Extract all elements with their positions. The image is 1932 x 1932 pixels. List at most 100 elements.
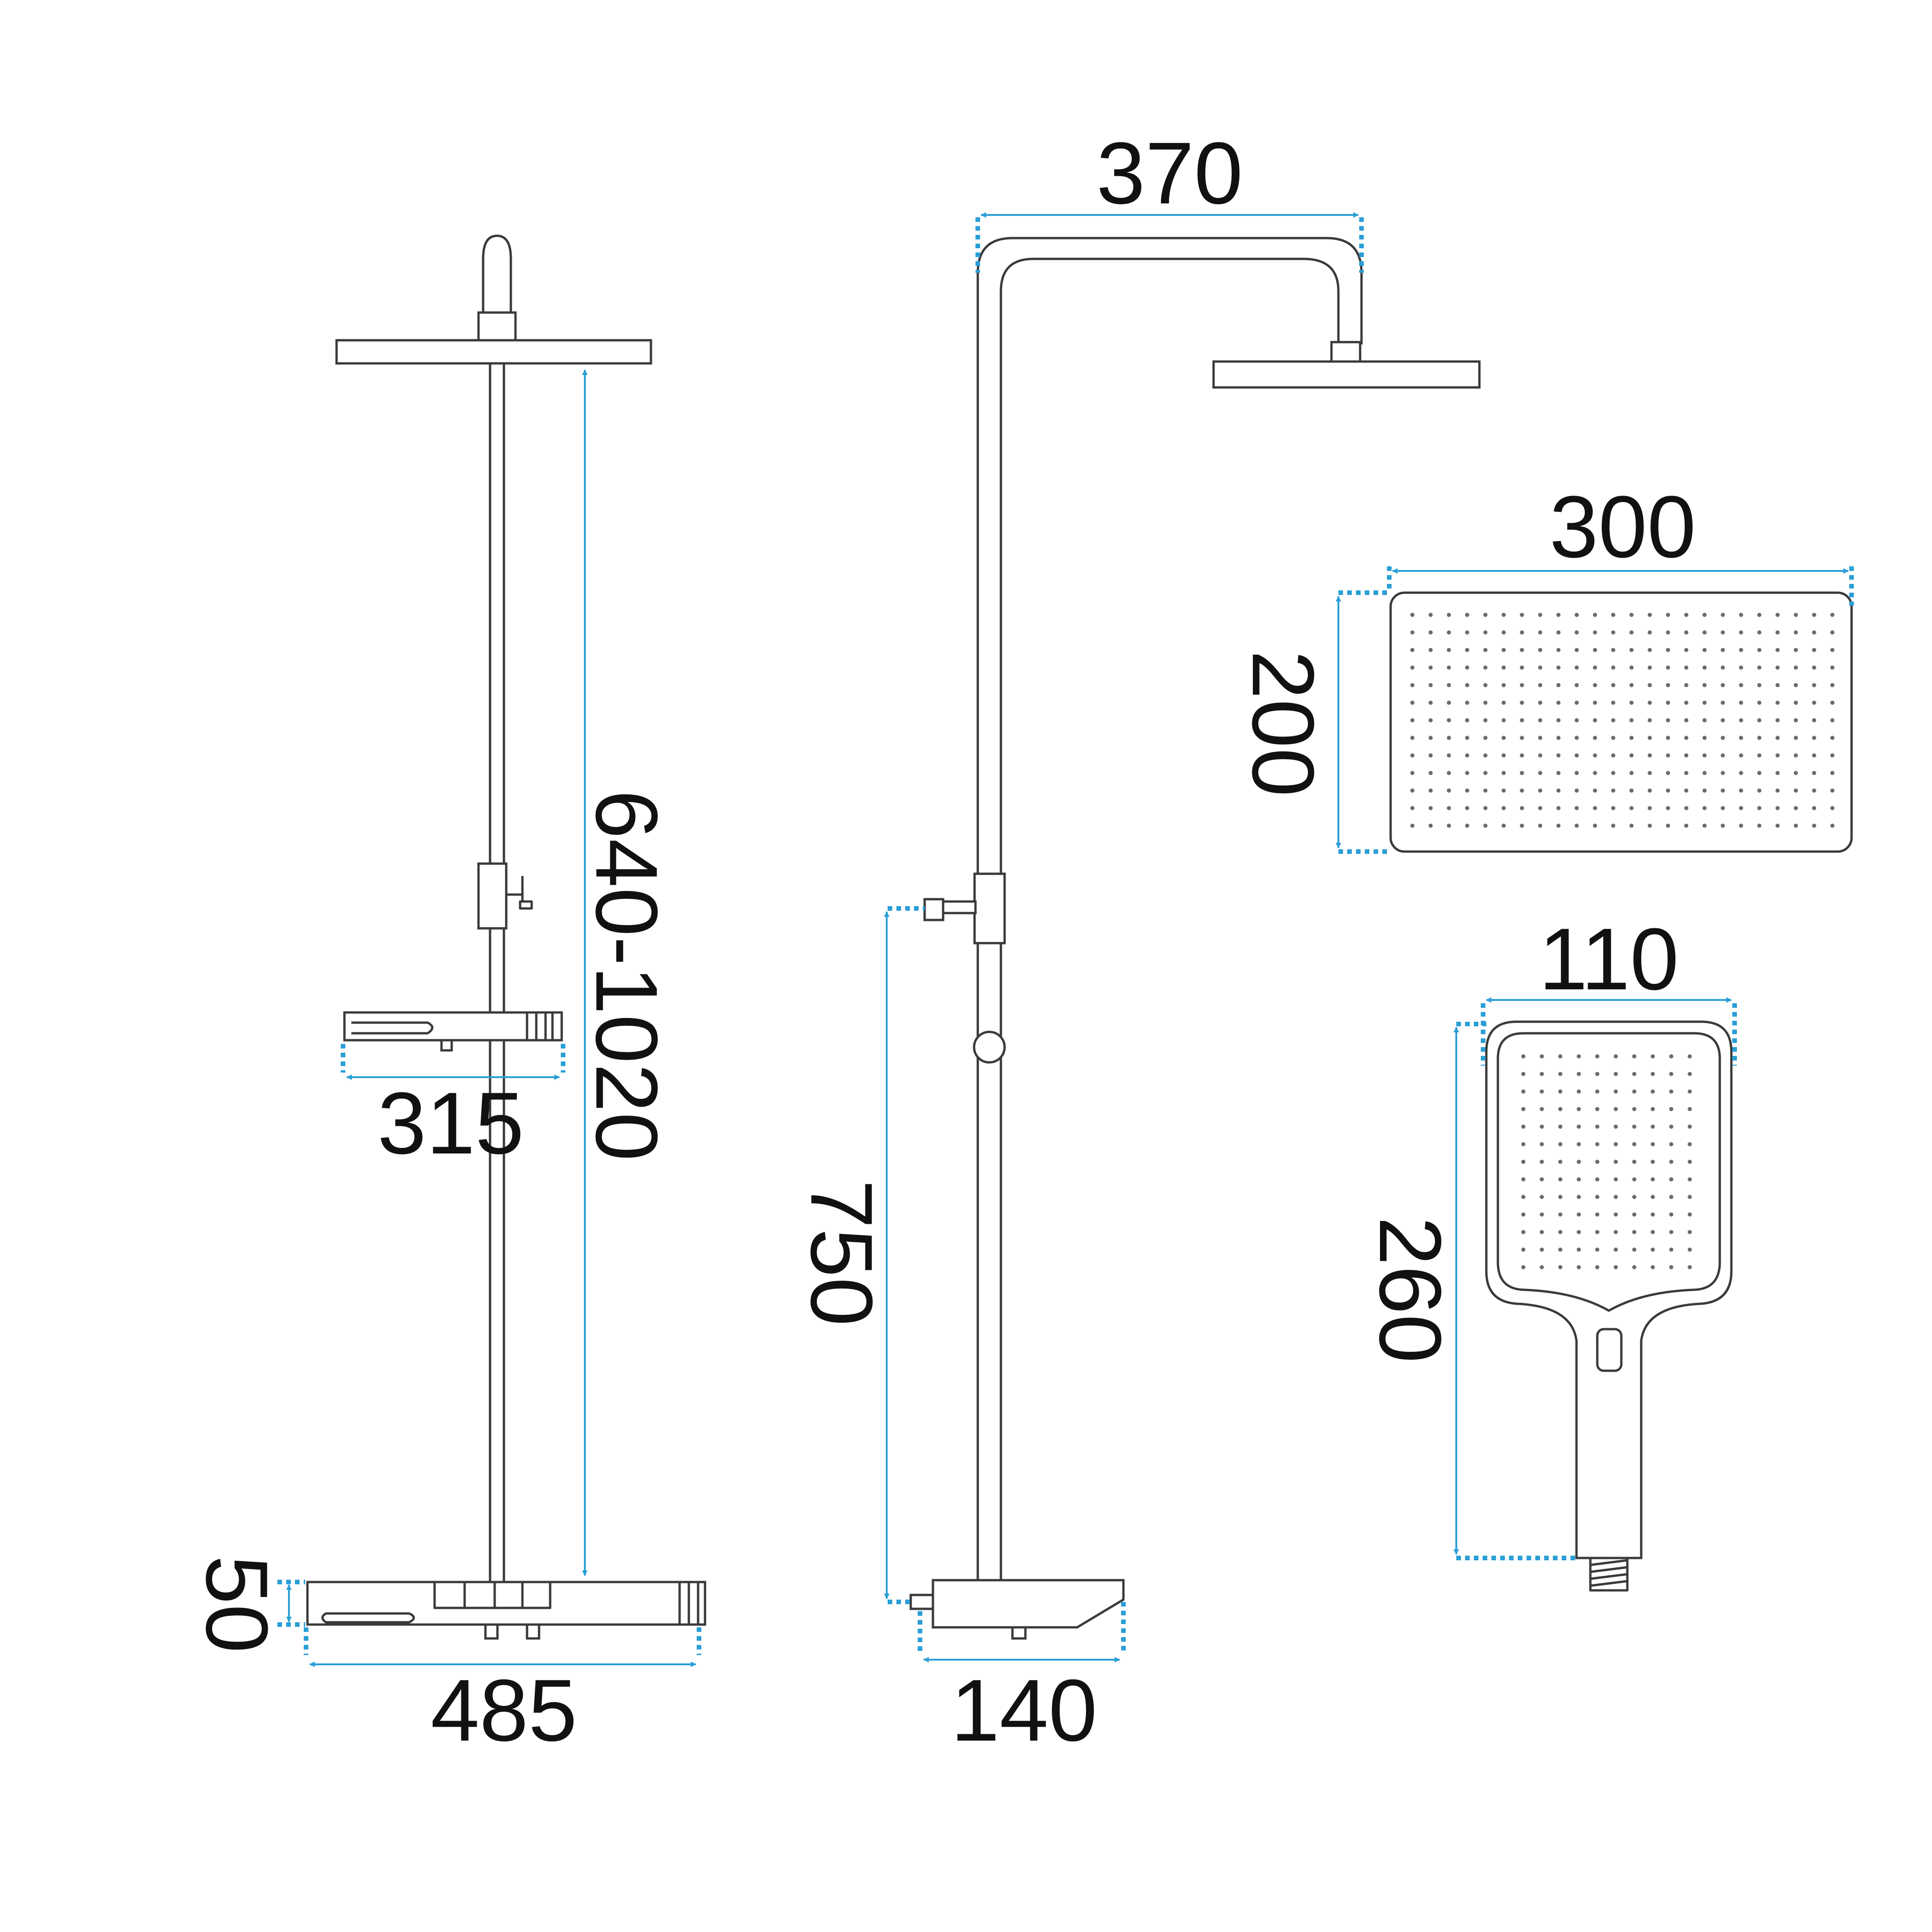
nozzle-dot xyxy=(1669,1072,1674,1076)
nozzle-dot xyxy=(1556,806,1561,810)
nozzle-dot xyxy=(1757,771,1761,775)
nozzle-dot xyxy=(1648,736,1652,740)
nozzle-dot xyxy=(1575,683,1579,687)
nozzle-dot xyxy=(1593,700,1597,705)
nozzle-dot xyxy=(1632,1247,1637,1252)
front-riser-cap xyxy=(482,234,512,314)
nozzle-dot xyxy=(1629,665,1634,670)
nozzle-dot xyxy=(1632,1177,1637,1182)
nozzle-dot xyxy=(1632,1072,1637,1076)
nozzle-dot xyxy=(1684,700,1688,705)
nozzle-dot xyxy=(1595,1089,1600,1094)
nozzle-dot xyxy=(1576,1195,1581,1199)
nozzle-dot xyxy=(1650,1124,1655,1129)
nozzle-dot xyxy=(1465,771,1469,775)
nozzle-dot xyxy=(1629,753,1634,758)
nozzle-dot xyxy=(1611,683,1615,687)
nozzle-dot xyxy=(1575,806,1579,810)
nozzle-dot xyxy=(1684,718,1688,723)
nozzle-dot xyxy=(1558,1230,1563,1234)
nozzle-dot xyxy=(1812,753,1816,758)
nozzle-dot xyxy=(1794,718,1798,723)
nozzle-dot xyxy=(1648,806,1652,810)
label-hand-width: 110 xyxy=(1539,910,1679,1008)
nozzle-dot xyxy=(1684,630,1688,635)
nozzle-dot xyxy=(1483,665,1488,670)
nozzle-dot xyxy=(1556,683,1561,687)
nozzle-dot xyxy=(1684,648,1688,652)
nozzle-dot xyxy=(1669,1195,1674,1199)
nozzle-dot xyxy=(1775,630,1780,635)
nozzle-dot xyxy=(1465,788,1469,793)
nozzle-dot xyxy=(1794,630,1798,635)
nozzle-dot xyxy=(1575,718,1579,723)
nozzle-dot xyxy=(1538,788,1542,793)
nozzle-dot xyxy=(1648,665,1652,670)
nozzle-dot xyxy=(1684,683,1688,687)
nozzle-dot xyxy=(1632,1159,1637,1164)
nozzle-dot xyxy=(1611,753,1615,758)
nozzle-dot xyxy=(1429,613,1433,617)
nozzle-dot xyxy=(1593,683,1597,687)
nozzle-dot xyxy=(1632,1265,1637,1270)
nozzle-dot xyxy=(1812,806,1816,810)
nozzle-dot xyxy=(1465,648,1469,652)
nozzle-dot xyxy=(1521,1107,1526,1111)
nozzle-dot xyxy=(1812,630,1816,635)
nozzle-dot xyxy=(1556,771,1561,775)
nozzle-dot xyxy=(1739,683,1743,687)
nozzle-dot xyxy=(1702,648,1707,652)
nozzle-dot xyxy=(1575,700,1579,705)
nozzle-dot xyxy=(1650,1072,1655,1076)
nozzle-dot xyxy=(1613,1072,1618,1076)
nozzle-dot xyxy=(1410,771,1415,775)
nozzle-dot xyxy=(1669,1124,1674,1129)
nozzle-dot xyxy=(1558,1247,1563,1252)
nozzle-dot xyxy=(1613,1054,1618,1059)
nozzle-dot xyxy=(1556,630,1561,635)
label-wall-depth: 140 xyxy=(951,1662,1097,1760)
nozzle-dot xyxy=(1702,700,1707,705)
nozzle-dot xyxy=(1410,665,1415,670)
nozzle-dot xyxy=(1775,613,1780,617)
nozzle-dot xyxy=(1775,718,1780,723)
nozzle-dot xyxy=(1794,806,1798,810)
nozzle-dot xyxy=(1666,753,1670,758)
nozzle-dot xyxy=(1757,683,1761,687)
nozzle-dot xyxy=(1794,753,1798,758)
nozzle-dot xyxy=(1593,648,1597,652)
nozzle-dot xyxy=(1539,1072,1544,1076)
nozzle-dot xyxy=(1558,1195,1563,1199)
label-shelf-width: 315 xyxy=(377,1074,524,1172)
nozzle-dot xyxy=(1502,788,1506,793)
nozzle-dot xyxy=(1558,1124,1563,1129)
nozzle-dot xyxy=(1629,736,1634,740)
nozzle-dot xyxy=(1410,700,1415,705)
nozzle-dot xyxy=(1794,648,1798,652)
nozzle-dot xyxy=(1576,1230,1581,1234)
nozzle-dot xyxy=(1684,788,1688,793)
nozzle-dot xyxy=(1812,788,1816,793)
nozzle-dot xyxy=(1830,753,1834,758)
nozzle-dot xyxy=(1502,630,1506,635)
nozzle-dot xyxy=(1687,1072,1692,1076)
nozzle-dot xyxy=(1687,1230,1692,1234)
nozzle-dot xyxy=(1739,806,1743,810)
side-gooseneck-inner xyxy=(1000,258,1340,1581)
nozzle-dot xyxy=(1687,1107,1692,1111)
nozzle-dot xyxy=(1629,700,1634,705)
nozzle-dot xyxy=(1687,1212,1692,1217)
nozzle-dot xyxy=(1447,613,1451,617)
front-shelf xyxy=(343,1011,563,1042)
nozzle-dot xyxy=(1575,788,1579,793)
nozzle-dot xyxy=(1520,648,1524,652)
nozzle-dot xyxy=(1629,823,1634,828)
front-shelf-stud xyxy=(440,1039,453,1052)
nozzle-dot xyxy=(1757,648,1761,652)
nozzle-dot xyxy=(1629,718,1634,723)
nozzle-dot xyxy=(1775,823,1780,828)
nozzle-dot xyxy=(1538,648,1542,652)
nozzle-dot xyxy=(1483,630,1488,635)
nozzle-dot xyxy=(1465,613,1469,617)
